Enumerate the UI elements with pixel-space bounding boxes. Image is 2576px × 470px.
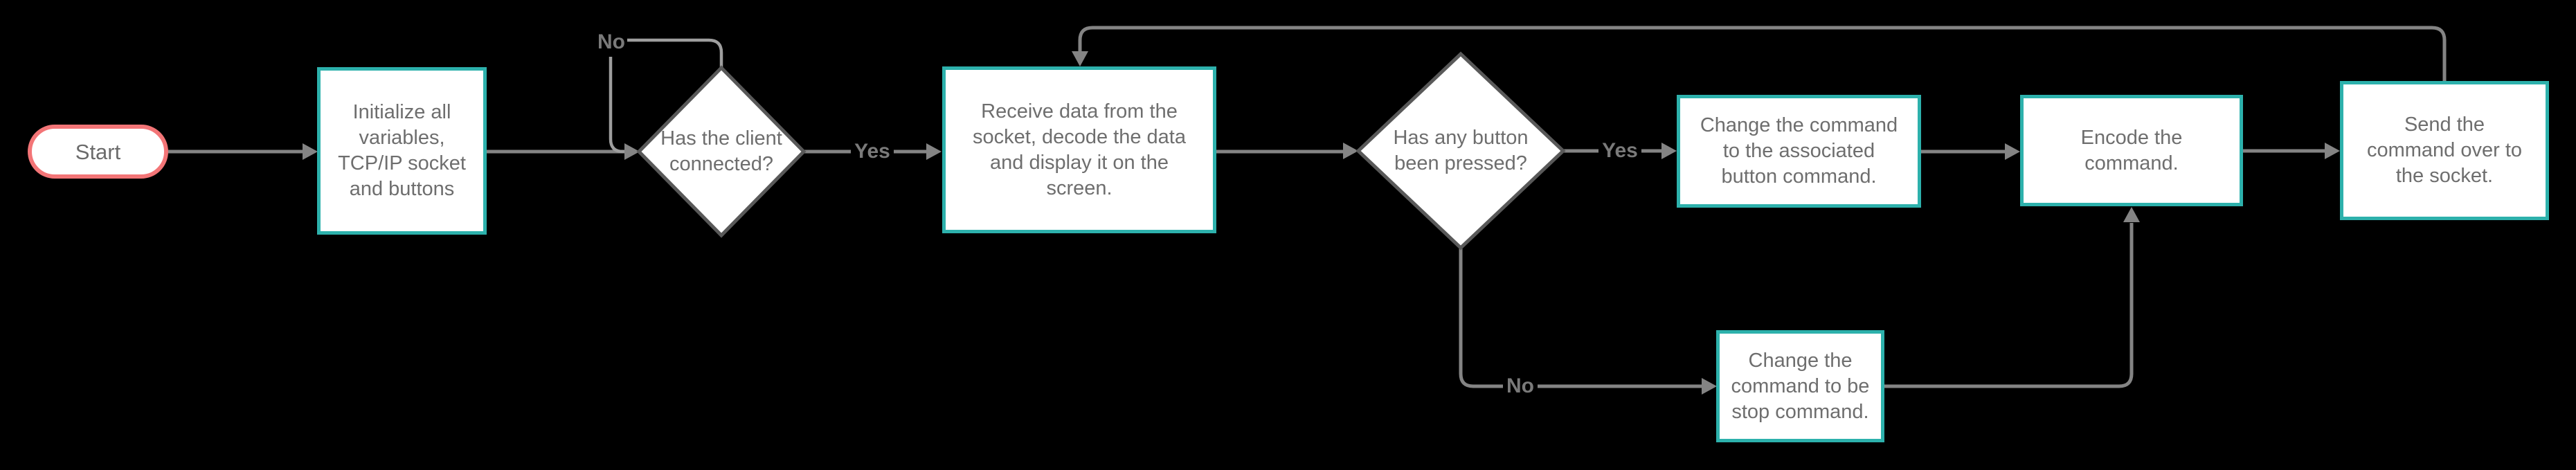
process-send-command: Send the command over to the socket. [2340, 81, 2549, 220]
arrowhead-into-receive [926, 143, 942, 160]
process-initialize: Initialize all variables, TCP/IP socket … [317, 67, 487, 235]
edge-stop-to-encode [1884, 223, 2134, 388]
process-encode-command: Encode the command. [2020, 95, 2243, 206]
edge-send-feedback-to-receive [1078, 26, 2447, 81]
arrowhead-into-encode-left [2005, 143, 2020, 160]
edge-button-no-segment-a [1459, 248, 1503, 388]
edge-label-no-button: No [1506, 374, 1534, 397]
arrowhead-into-stop [1702, 378, 1717, 395]
process-change-button-command: Change the command to the associated but… [1677, 95, 1921, 208]
arrowhead-feedback-into-receive-top [1072, 51, 1088, 66]
edge-label-yes-client: Yes [854, 140, 890, 163]
edge-label-no-client: No [597, 30, 625, 53]
terminator-start: Start [28, 125, 168, 179]
arrowhead-into-button-decision [1343, 143, 1358, 159]
decision-client-connected-shape [636, 65, 807, 238]
arrowhead-into-encode-bottom [2123, 207, 2140, 222]
edge-label-yes-button: Yes [1602, 139, 1638, 162]
arrowhead-into-change-button [1661, 143, 1677, 159]
edge-client-no-loop-top [627, 38, 723, 69]
process-receive-data: Receive data from the socket, decode the… [942, 66, 1216, 233]
process-stop-command: Change the command to be stop command. [1716, 330, 1884, 442]
decision-button-pressed-label: Has any button been pressed? [1393, 127, 1529, 174]
arrowhead-into-send [2325, 143, 2340, 159]
decision-client-connected-label: Has the client connected? [660, 127, 782, 175]
arrowhead-into-initialize [303, 143, 318, 160]
arrowhead-into-client-decision [624, 143, 640, 160]
decision-button-pressed-shape [1355, 51, 1566, 251]
edge-client-no-loop-return [609, 57, 625, 154]
